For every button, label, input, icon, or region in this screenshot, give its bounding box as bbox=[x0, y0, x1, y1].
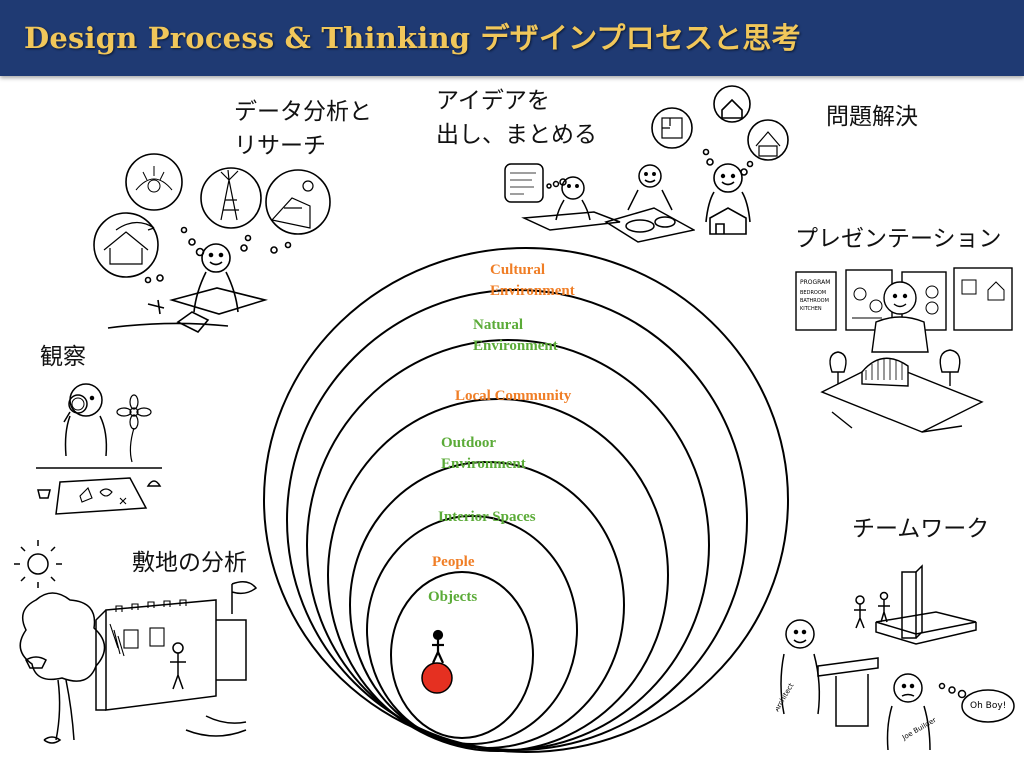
ring-label-objects: Objects bbox=[428, 589, 478, 605]
label-data-analysis: データ分析と リサーチ bbox=[234, 95, 372, 163]
oh-boy-text: Oh Boy! bbox=[970, 701, 1006, 711]
ring-cultural-environment bbox=[263, 247, 789, 753]
ring-label-natural-line2: Environment bbox=[473, 338, 558, 354]
architect-text: Architect bbox=[776, 682, 796, 713]
label-site-analysis: 敷地の分析 bbox=[132, 550, 247, 576]
person-icon bbox=[431, 629, 445, 664]
ring-label-outdoor-line2: Environment bbox=[441, 456, 526, 472]
label-ideas-line1: アイデアを bbox=[436, 88, 550, 114]
board-program-text: PROGRAM bbox=[800, 279, 830, 286]
ring-label-natural-environment: Natural Environment bbox=[473, 315, 558, 357]
house-icon bbox=[721, 98, 743, 119]
ring-people bbox=[366, 515, 578, 745]
ring-label-local-community: Local Community bbox=[455, 388, 572, 404]
label-problem-solving: 問題解決 bbox=[826, 104, 918, 130]
label-data-analysis-line1: データ分析と bbox=[234, 99, 372, 125]
header-bar: Design Process & Thinking デザインプロセスと思考 bbox=[0, 0, 1024, 76]
label-data-analysis-line2: リサーチ bbox=[234, 133, 326, 159]
ring-label-cultural-environment: Cultural Environment bbox=[490, 260, 575, 302]
ring-outdoor-environment bbox=[327, 398, 669, 752]
label-ideas: アイデアを 出し、まとめる bbox=[436, 84, 597, 152]
label-teamwork: チームワーク bbox=[852, 516, 990, 542]
sketch-presentation: PROGRAM BEDROOM BATHROOM KITCHEN bbox=[792, 262, 1017, 457]
ring-label-outdoor-environment: Outdoor Environment bbox=[441, 433, 526, 475]
ring-label-outdoor-line1: Outdoor bbox=[441, 435, 497, 451]
ring-objects bbox=[390, 571, 534, 739]
board-bedroom-text: BEDROOM bbox=[800, 290, 826, 296]
sketch-problem-solving bbox=[650, 84, 800, 244]
board-bathroom-text: BATHROOM bbox=[800, 298, 829, 304]
ring-label-interior-spaces: Interior Spaces bbox=[438, 509, 536, 525]
label-ideas-line2: 出し、まとめる bbox=[436, 122, 597, 148]
label-presentation: プレゼンテーション bbox=[795, 226, 1002, 252]
flower bbox=[116, 394, 152, 463]
board-kitchen-text: KITCHEN bbox=[800, 306, 822, 312]
red-circle bbox=[421, 662, 453, 694]
sketch-ideas bbox=[500, 160, 695, 245]
sketch-observation bbox=[30, 372, 165, 517]
ring-label-natural-line1: Natural bbox=[473, 317, 523, 333]
ring-label-cultural-line1: Cultural bbox=[490, 262, 546, 278]
ring-label-cultural-line2: Environment bbox=[490, 283, 575, 299]
ring-interior-spaces bbox=[349, 461, 625, 749]
sketch-data-analysis bbox=[88, 150, 338, 340]
joe-builder-text: Joe Builder bbox=[900, 716, 938, 742]
sketch-teamwork: Architect Joe Builder Oh Boy! bbox=[776, 562, 1016, 758]
ring-label-people: People bbox=[432, 554, 475, 570]
sun-icon bbox=[14, 540, 62, 588]
sketch-site-analysis bbox=[6, 540, 268, 758]
page-title: Design Process & Thinking デザインプロセスと思考 bbox=[24, 21, 801, 55]
label-observation: 観察 bbox=[40, 344, 86, 370]
